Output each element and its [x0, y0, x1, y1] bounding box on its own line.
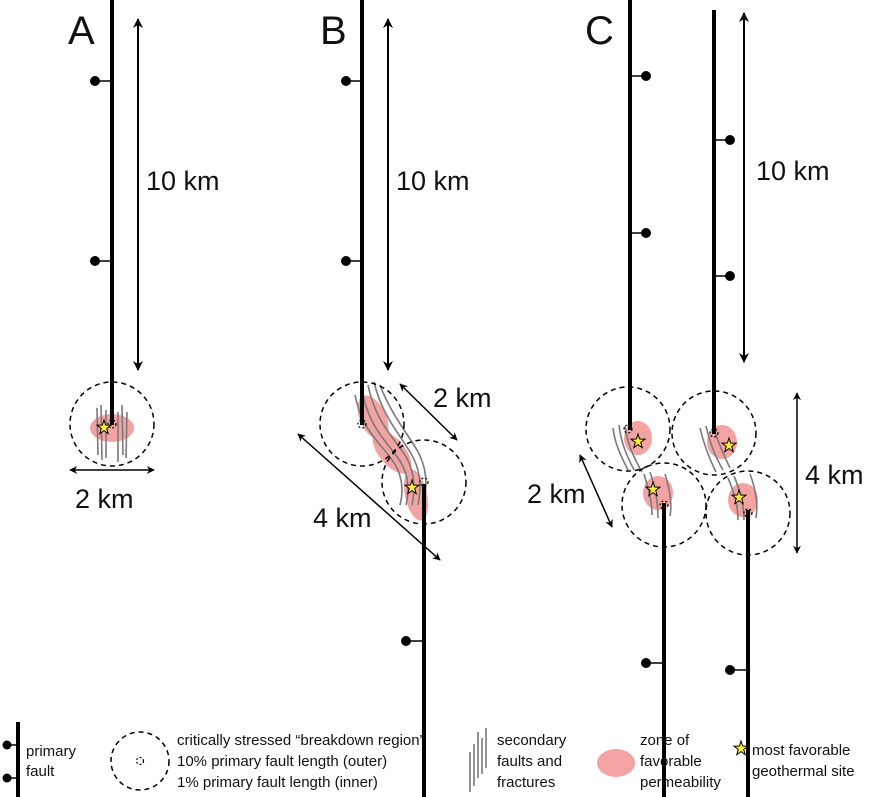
legend: primary fault critically stressed “break… [2, 722, 855, 797]
legend-primary-fault-line2: fault [26, 763, 55, 780]
geothermal-site-star [629, 432, 647, 449]
legend-breakdown-line2: 10% primary fault length (outer) [177, 753, 387, 770]
breakdown-width-arrow [399, 383, 458, 441]
fault-ball-tick [714, 135, 735, 145]
fault-ball-tick [630, 71, 651, 81]
breakdown-region-outer [705, 470, 791, 556]
breakdown-region-inner [107, 419, 117, 429]
fault-ball-tick [341, 256, 362, 266]
stepover-label: 4 km [805, 460, 864, 490]
breakdown-region-outer [585, 386, 671, 472]
breakdown-region-inner [709, 428, 719, 438]
legend-secondary-line3: fractures [497, 774, 555, 791]
length-label: 10 km [756, 156, 830, 186]
fault-ball-tick [90, 256, 112, 266]
legend-breakdown-region: critically stressed “breakdown region” 1… [110, 731, 425, 791]
length-label: 10 km [146, 166, 220, 196]
legend-geothermal-line1: most favorable [752, 742, 850, 759]
fault-ball-tick [714, 271, 735, 281]
length-label: 10 km [396, 166, 470, 196]
breakdown-region-inner [659, 500, 669, 510]
panel-c-label: C [585, 9, 614, 53]
legend-primary-fault-line1: primary [26, 743, 77, 760]
fault-ball-tick [401, 636, 424, 646]
fault-ball-tick [630, 228, 651, 238]
breakdown-width-arrow [579, 454, 613, 528]
breakdown-region-inner [623, 424, 633, 434]
panel-b-label: B [320, 9, 347, 53]
legend-permeability-line1: zone of [640, 732, 690, 749]
permeability-zone [357, 395, 389, 441]
legend-secondary-faults: secondary faults and fractures [469, 728, 567, 792]
geothermal-site-star [644, 480, 662, 497]
fault-ball-tick [725, 665, 748, 675]
panel-a-label: A [68, 9, 95, 53]
geothermal-site-star [730, 488, 748, 505]
legend-permeability-line2: favorable [640, 753, 702, 770]
breakdown-region-outer [621, 462, 707, 548]
legend-breakdown-line1: critically stressed “breakdown region” [177, 732, 425, 749]
geothermal-site-star [720, 436, 738, 453]
legend-breakdown-line3: 1% primary fault length (inner) [177, 774, 378, 791]
legend-geothermal-site: most favorable geothermal site [732, 739, 855, 780]
legend-primary-fault: primary fault [2, 722, 77, 797]
permeability-zone [707, 425, 737, 459]
breakdown-region-inner [357, 419, 367, 429]
legend-secondary-line2: faults and [497, 753, 562, 770]
panel-b: B [297, 0, 492, 797]
legend-geothermal-line2: geothermal site [752, 763, 855, 780]
breakdown-width-label: 2 km [433, 383, 492, 413]
breakdown-width-label: 2 km [527, 479, 586, 509]
geothermal-site-star [95, 418, 113, 435]
legend-permeability-zone: zone of favorable permeability [597, 732, 721, 791]
legend-secondary-line1: secondary [497, 732, 567, 749]
stepover-arrow [297, 433, 441, 561]
star-icon [732, 739, 750, 756]
fault-ball-tick [341, 76, 362, 86]
permeability-zone [403, 469, 429, 521]
fault-ball-tick [641, 658, 664, 668]
legend-permeability-line3: permeability [640, 774, 721, 791]
breakdown-region-inner [743, 508, 753, 518]
stepover-label: 4 km [313, 503, 372, 533]
panel-c: C [527, 0, 864, 797]
permeability-zone [728, 483, 758, 517]
panel-a: A 10 km 2 km [68, 0, 220, 514]
breakdown-width-label: 2 km [75, 484, 134, 514]
fault-ball-tick [90, 76, 112, 86]
breakdown-region-outer [671, 390, 757, 476]
